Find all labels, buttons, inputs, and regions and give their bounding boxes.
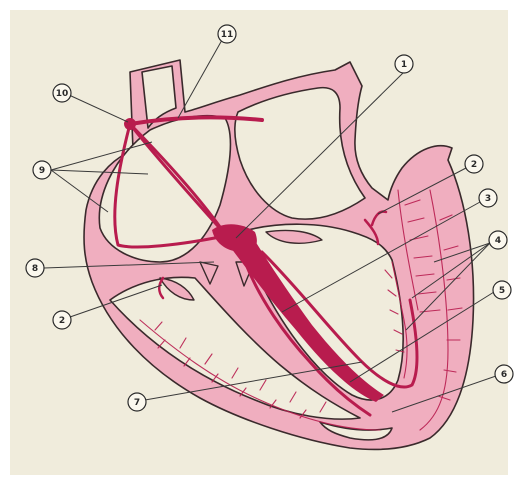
callout-label-9: 9 (39, 166, 45, 176)
callout-9: 9 (33, 161, 51, 179)
callout-label-2-right: 2 (471, 160, 477, 170)
callout-4: 4 (489, 231, 507, 249)
callout-label-1: 1 (401, 60, 407, 70)
callout-label-11: 11 (221, 30, 234, 40)
callout-label-7: 7 (134, 398, 140, 408)
callout-10: 10 (53, 84, 71, 102)
callout-7: 7 (128, 393, 146, 411)
callout-6: 6 (495, 365, 513, 383)
callout-1: 1 (395, 55, 413, 73)
callout-11: 11 (218, 25, 236, 43)
callout-label-10: 10 (56, 89, 69, 99)
callout-label-8: 8 (32, 264, 38, 274)
callout-3: 3 (479, 189, 497, 207)
callout-label-6: 6 (501, 370, 507, 380)
callout-2-right: 2 (465, 155, 483, 173)
callout-label-5: 5 (499, 286, 505, 296)
callout-5: 5 (493, 281, 511, 299)
callout-2-left: 2 (53, 311, 71, 329)
callout-label-2-left: 2 (59, 316, 65, 326)
callout-8: 8 (26, 259, 44, 277)
callout-label-3: 3 (485, 194, 491, 204)
callout-label-4: 4 (495, 236, 501, 246)
